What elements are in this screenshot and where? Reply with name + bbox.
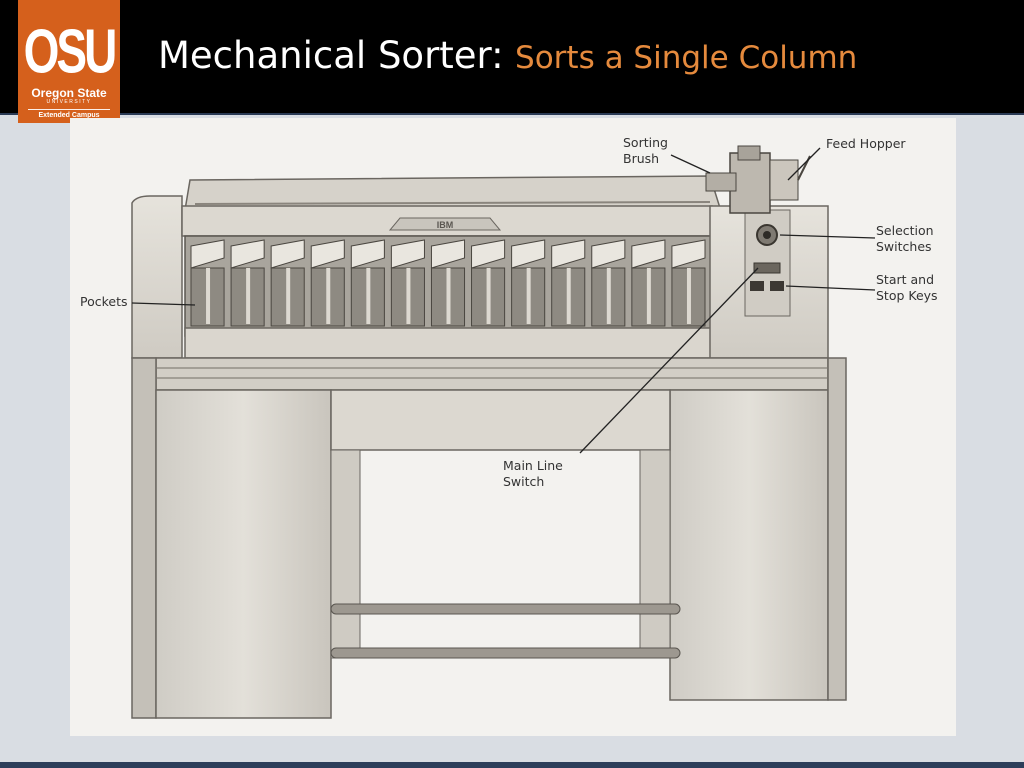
logo-divider	[28, 109, 110, 110]
slide-title: Mechanical Sorter: Sorts a Single Column	[158, 34, 857, 77]
logo-name: Oregon State	[31, 86, 107, 100]
pocket-flap	[430, 239, 466, 269]
pocket-divider	[566, 268, 571, 324]
pocket-divider	[366, 268, 371, 324]
main-line-switch-leader	[579, 267, 759, 454]
pocket-flap	[230, 239, 265, 269]
bottom-border	[0, 762, 1024, 768]
left-leg	[155, 389, 332, 719]
lower-rod-2	[330, 647, 681, 659]
slide-title-main: Mechanical Sorter:	[158, 34, 504, 77]
left-end-panel	[131, 195, 183, 359]
right-leg	[669, 389, 829, 701]
logo-campus: Extended Campus	[38, 112, 100, 119]
pocket-flap	[270, 239, 305, 269]
pockets-leader	[131, 302, 196, 306]
logo-university: UNIVERSITY	[46, 99, 92, 105]
pocket-flap	[631, 239, 666, 269]
pocket-divider	[646, 268, 651, 324]
pocket-flap	[511, 239, 546, 269]
center-crossbar	[330, 389, 671, 451]
top-tray	[184, 175, 722, 211]
label-pockets: Pockets	[80, 294, 128, 309]
pocket-divider	[406, 268, 411, 324]
stop-key	[770, 281, 784, 291]
pocket-divider	[206, 268, 211, 324]
pocket-divider	[246, 268, 251, 324]
pocket-flap	[390, 239, 425, 269]
pocket-divider	[686, 268, 691, 324]
pocket-divider	[326, 268, 331, 324]
slide-title-accent: Sorts a Single Column	[515, 40, 858, 76]
label-main-line-switch: Main Line Switch	[503, 458, 563, 489]
ibm-badge: IBM	[437, 220, 454, 230]
osu-logo: OSU Oregon State UNIVERSITY Extended Cam…	[18, 0, 120, 123]
pocket-flap	[190, 239, 225, 269]
selection-switches-leader	[779, 234, 876, 239]
pocket-flap	[591, 239, 626, 269]
title-bar	[0, 0, 1024, 115]
pocket-flap	[350, 239, 385, 269]
lower-rod-1	[330, 603, 681, 615]
label-selection-switches: Selection Switches	[876, 223, 934, 254]
sorting-brush	[705, 172, 737, 192]
logo-initials: OSU	[23, 15, 118, 87]
pocket-flap	[551, 239, 586, 269]
pocket-divider	[606, 268, 611, 324]
pocket-flap	[471, 239, 506, 269]
pocket-divider	[526, 268, 531, 324]
pocket-flap	[310, 239, 345, 269]
sorting-brush-leader	[670, 154, 711, 174]
label-feed-hopper: Feed Hopper	[826, 136, 906, 151]
sorter-photo: IBM	[70, 118, 956, 736]
feed-hopper-leader	[787, 147, 821, 181]
rail-band	[155, 357, 829, 391]
pockets-group	[190, 239, 706, 327]
start-key	[750, 281, 764, 291]
pocket-divider	[446, 268, 451, 324]
pocket-flap	[671, 239, 706, 269]
start-stop-keys-leader	[785, 285, 876, 291]
label-sorting-brush: Sorting Brush	[623, 135, 668, 166]
pocket-divider	[486, 268, 491, 324]
pocket-divider	[286, 268, 291, 324]
label-start-stop-keys: Start and Stop Keys	[876, 272, 938, 303]
sorter-illustration: IBM	[131, 145, 876, 719]
